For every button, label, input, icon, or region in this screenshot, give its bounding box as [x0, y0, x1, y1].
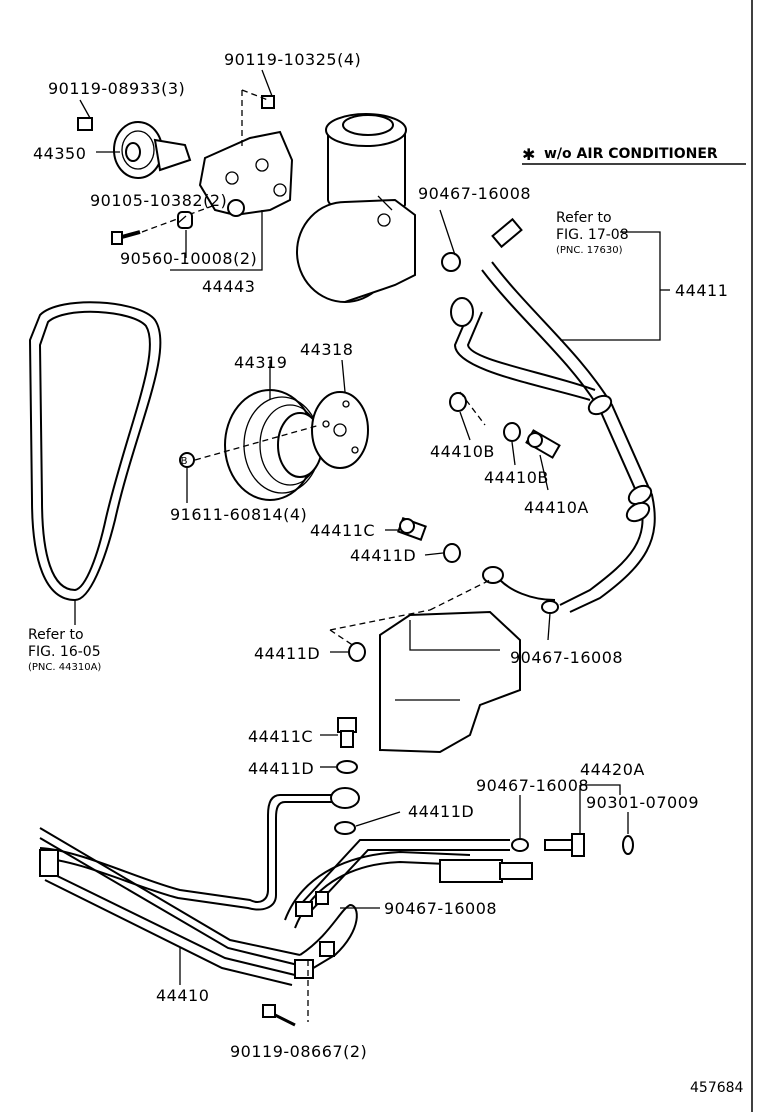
washer-44411D-4 — [334, 821, 356, 835]
label-90119-08667: 90119-08667(2) — [230, 1042, 367, 1061]
label-44411C-1: 44411C — [310, 521, 375, 540]
label-90467-bottom: 90467-16008 — [384, 899, 497, 918]
leader-lines — [74, 69, 670, 985]
label-44411D-2: 44411D — [254, 644, 320, 663]
power-steering-pump — [296, 113, 416, 303]
label-90560-10008: 90560-10008(2) — [120, 249, 257, 268]
label-44318: 44318 — [300, 340, 353, 359]
label-90467-top: 90467-16008 — [418, 184, 531, 203]
label-44319: 44319 — [234, 353, 287, 372]
note-ac-text: w/o AIR CONDITIONER — [544, 146, 718, 162]
union-44420A — [544, 833, 585, 857]
bolt-90119-08667 — [262, 960, 309, 1027]
label-44410B-1: 44410B — [430, 442, 495, 461]
label-91611: 91611-60814(4) — [170, 505, 307, 524]
refer-1708-line1: Refer to — [556, 210, 612, 226]
drive-belt — [28, 301, 162, 602]
nut-91611: B — [179, 452, 195, 468]
washer-44411D-3 — [336, 760, 358, 774]
note-ac: ✱ w/o AIR CONDITIONER — [522, 145, 746, 165]
refer-1708-line3: (PNC. 17630) — [556, 245, 623, 256]
label-44411: 44411 — [675, 281, 728, 300]
label-44411D-3: 44411D — [248, 759, 314, 778]
label-90119-08933: 90119-08933(3) — [48, 79, 185, 98]
label-44443: 44443 — [202, 277, 255, 296]
label-44410B-2: 44410B — [484, 468, 549, 487]
o-ring-90301 — [622, 835, 634, 855]
refer-1708-line2: FIG. 17-08 — [556, 227, 629, 243]
label-90467-mid: 90467-16008 — [510, 648, 623, 667]
pulley-plate — [311, 391, 369, 469]
label-44410: 44410 — [156, 986, 209, 1005]
union-bolt-44411C-1 — [397, 517, 427, 541]
union-bolt-44411C-2 — [337, 717, 357, 748]
washer-44411D-1 — [443, 543, 461, 563]
label-90301: 90301-07009 — [586, 793, 699, 812]
label-44411D-1: 44411D — [350, 546, 416, 565]
washer-44410B-2 — [503, 422, 521, 442]
label-90105-10382: 90105-10382(2) — [90, 191, 227, 210]
svg-text:B: B — [181, 456, 188, 467]
label-44410A: 44410A — [524, 498, 589, 517]
hose-44411 — [450, 261, 656, 614]
refer-1605-line1: Refer to — [28, 627, 84, 643]
illustration-number: 457684 — [690, 1080, 744, 1096]
label-44350: 44350 — [33, 144, 86, 163]
label-44411D-4: 44411D — [408, 802, 474, 821]
union-bolt-44410A — [525, 429, 561, 459]
refer-1605-line2: FIG. 16-05 — [28, 644, 101, 660]
pump-pulley — [224, 389, 323, 501]
bolt-90105 — [111, 204, 216, 245]
bracket — [177, 89, 294, 229]
label-44411C-2: 44411C — [248, 727, 313, 746]
label-44420A: 44420A — [580, 760, 645, 779]
washer-44411D-2 — [348, 642, 366, 662]
label-90119-10325: 90119-10325(4) — [224, 50, 361, 69]
label-90467-low: 90467-16008 — [476, 776, 589, 795]
idler-pulley — [77, 117, 192, 179]
steering-gear-box — [329, 579, 521, 754]
asterisk-icon: ✱ — [522, 145, 536, 164]
washer-44410B-1 — [449, 392, 467, 412]
pressure-fitting — [441, 217, 523, 272]
refer-1605-line3: (PNC. 44310A) — [28, 662, 101, 673]
